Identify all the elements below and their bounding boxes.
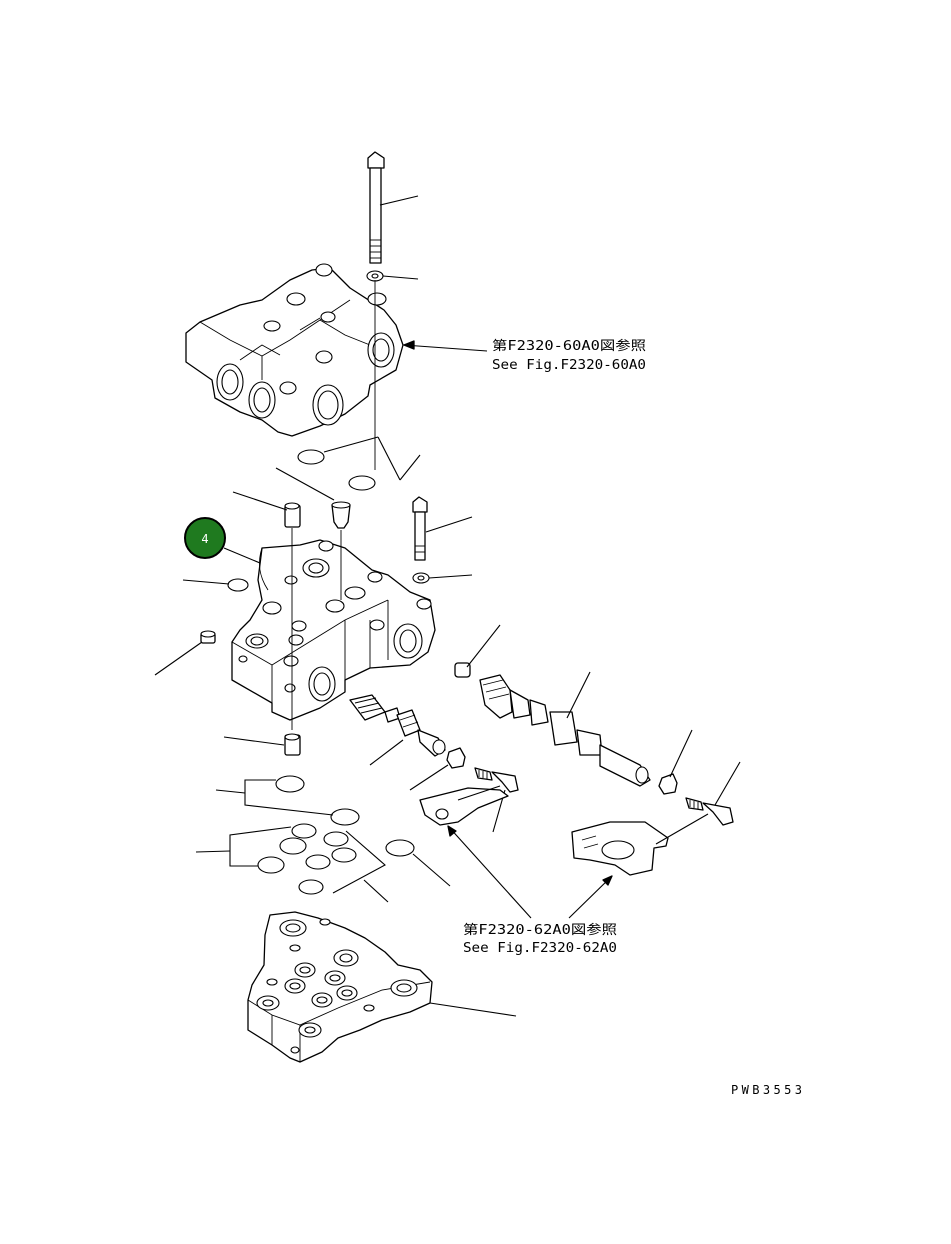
bottom-plate [247, 911, 433, 1063]
leader-o-rings-lower-a2 [215, 789, 246, 794]
drawing-number: PWB3553 [731, 1083, 802, 1097]
leader-o-rings-lower-b2 [195, 850, 231, 853]
reference-upper-en: See Fig.F2320-60A0 [492, 358, 646, 373]
leader-bottom-plate [429, 1002, 517, 1017]
leader-o-rings-lower-c2 [363, 879, 389, 903]
leader-spool-left [369, 739, 404, 766]
leader-orings-c [399, 454, 421, 481]
long-bolt-top [367, 151, 385, 264]
washer-middle [412, 572, 430, 584]
o-rings-middle [297, 449, 376, 491]
leader-bolt-top [379, 195, 419, 206]
middle-valve-body [231, 539, 436, 721]
set-screw-left [200, 630, 216, 644]
bolt-with-plate-left [474, 767, 519, 793]
short-bolt [412, 496, 428, 561]
reference-lower-en: See Fig.F2320-62A0 [463, 941, 617, 956]
upper-valve-body [185, 263, 404, 437]
leader-bolt-plate-right [714, 761, 741, 806]
plug-left [284, 502, 301, 528]
leader-orings-b [377, 436, 401, 481]
reference-lower-jp: 第F2320-62A0図参照 [463, 922, 617, 938]
reference-upper-jp: 第F2320-60A0図参照 [492, 338, 646, 354]
leader-link-arm-left [457, 785, 501, 801]
spool-right [479, 674, 651, 787]
leader-o-rings-lower-c [332, 830, 386, 894]
link-arm-left [419, 787, 509, 826]
arrow-ref-lower-b [602, 875, 613, 886]
leader-nut-left [409, 764, 449, 791]
plug-small-right [454, 662, 471, 678]
arrow-ref-lower-a [447, 825, 457, 837]
link-arm-right [571, 821, 669, 876]
leader-ref-lower-b [568, 875, 613, 919]
leader-spool-right [566, 671, 591, 719]
arrow-upper-body [403, 340, 415, 350]
leader-o-rings-lower-b [229, 826, 292, 867]
o-rings-lower [257, 775, 415, 895]
leader-o-ring-single [412, 853, 451, 887]
spool-left [349, 694, 446, 757]
leader-link-arm-right [655, 813, 709, 845]
leader-nut-right [669, 729, 693, 778]
callout-badge-4[interactable]: 4 [184, 517, 226, 559]
washer-top [366, 270, 384, 282]
leader-plug-small-right [466, 624, 501, 668]
leader-plug-bottom [223, 736, 285, 746]
o-ring-small-left [227, 578, 249, 592]
leader-ref-lower-a [447, 825, 532, 919]
leader-o-ring-small-left [182, 579, 230, 585]
leader-short-bolt [425, 516, 473, 533]
leader-plug-left [232, 491, 288, 511]
leader-plug-right [275, 467, 335, 501]
leader-washer-top [382, 275, 419, 280]
plug-bottom [284, 733, 301, 756]
nut-left [446, 747, 466, 769]
leader-washer-middle [428, 574, 473, 579]
nut-right [658, 773, 678, 795]
plug-right [331, 501, 351, 529]
callout-label-4: 4 [201, 532, 208, 546]
leader-upper-body [403, 344, 488, 352]
leader-orings [323, 436, 379, 453]
leader-set-screw-left [154, 641, 203, 676]
bolt-with-plate-right [685, 797, 734, 826]
